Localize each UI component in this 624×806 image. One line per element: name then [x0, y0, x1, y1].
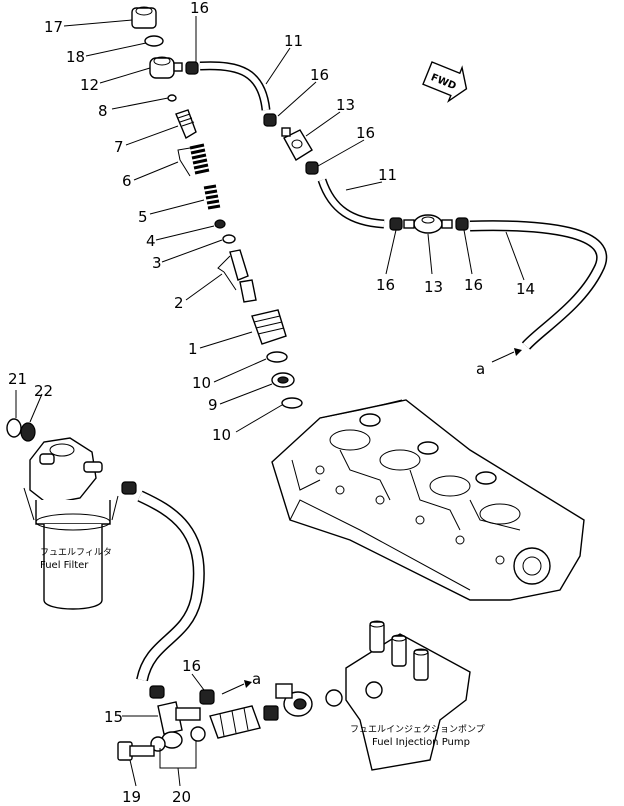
callout-12: 12: [80, 76, 99, 94]
part-5-spring: [203, 184, 221, 210]
part-12-eye-joint: [149, 56, 183, 79]
callout-16-c: 16: [356, 124, 375, 142]
callout-11-a: 11: [284, 32, 303, 50]
callout-3: 3: [152, 254, 162, 272]
callout-16-b: 16: [310, 66, 329, 84]
callout-8: 8: [98, 102, 108, 120]
callout-16-d: 16: [376, 276, 395, 294]
callout-16-f: 16: [182, 657, 201, 675]
callout-17: 17: [44, 18, 63, 36]
part-4-seat: [214, 219, 226, 229]
callout-19: 19: [122, 788, 141, 806]
injection-pump-jp-label: フュエルインジェクションポンプ: [350, 724, 485, 735]
fuel-filter: フュエルフィルタ Fuel Filter: [6, 390, 119, 610]
part-9-sleeve: [271, 372, 295, 388]
part-19-bolt: [117, 741, 155, 761]
part-6-spring: [189, 143, 210, 175]
injection-pump-en-label: Fuel Injection Pump: [372, 737, 470, 748]
callout-13-b: 13: [424, 278, 443, 296]
part-7-holder: [175, 109, 197, 140]
part-22: [20, 422, 36, 442]
callout-2: 2: [174, 294, 184, 312]
callout-13-a: 13: [336, 96, 355, 114]
injection-pump: フュエルインジェクションポンプ Fuel Injection Pump: [345, 620, 485, 771]
callout-10-a: 10: [192, 374, 211, 392]
part-1-nozzle-body: [251, 309, 287, 345]
callout-20: 20: [172, 788, 191, 806]
callout-a-upper: a: [476, 360, 485, 378]
fuel-filter-jp-label: フュエルフィルタ: [40, 547, 112, 558]
part-2-nozzle: [229, 249, 257, 303]
callout-14: 14: [516, 280, 535, 298]
injector-stack: [131, 6, 303, 409]
bottom-fittings: [117, 673, 343, 787]
part-8-oring: [167, 94, 177, 102]
callout-9: 9: [208, 396, 218, 414]
callout-a-lower: a: [252, 670, 261, 688]
part-21: [6, 418, 22, 438]
callout-7: 7: [114, 138, 124, 156]
part-17-nut: [131, 6, 157, 29]
callout-10-b: 10: [212, 426, 231, 444]
callout-11-b: 11: [378, 166, 397, 184]
callout-6: 6: [122, 172, 132, 190]
part-10-gasket-a: [266, 351, 288, 363]
part-10-gasket-b: [281, 397, 303, 409]
callout-16-e: 16: [464, 276, 483, 294]
part-13-eye-upper: [281, 127, 313, 161]
callout-1: 1: [188, 340, 198, 358]
callout-22: 22: [34, 382, 53, 400]
part-18-washer: [144, 35, 164, 47]
part-15-banjo: [157, 701, 201, 749]
callout-4: 4: [146, 232, 156, 250]
callout-21: 21: [8, 370, 27, 388]
callout-15: 15: [104, 708, 123, 726]
feed-hose: [121, 481, 205, 699]
leaders: [63, 16, 283, 433]
callout-18: 18: [66, 48, 85, 66]
callout-16-a: 16: [190, 0, 209, 17]
callout-5: 5: [138, 208, 148, 226]
fuel-filter-en-label: Fuel Filter: [40, 560, 89, 571]
part-3-washer: [222, 234, 236, 244]
part-13-eye-lower: [403, 214, 453, 234]
leakoff-pipes: [185, 47, 608, 363]
callout-labels: 17 16 18 12 8 7 6 5 4 3 2 1 10 9 10 11 1…: [8, 0, 535, 806]
fwd-arrow-icon: FWD: [422, 61, 468, 103]
cylinder-head: [271, 399, 585, 601]
